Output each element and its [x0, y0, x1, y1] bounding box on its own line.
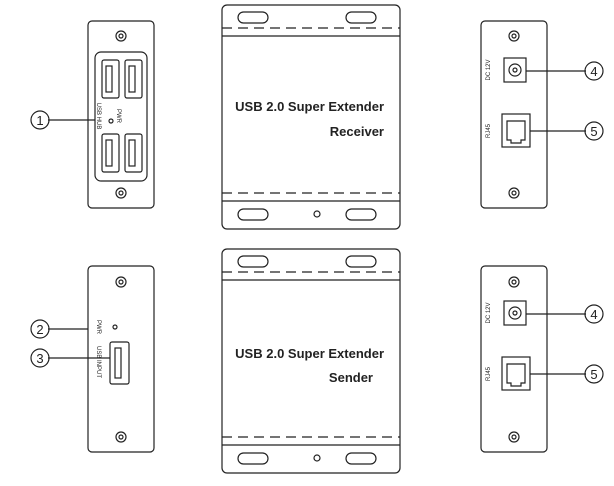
receiver-dc-label: DC 12V: [486, 59, 492, 80]
screw-icon: [118, 33, 124, 39]
dc-jack-ring: [508, 306, 522, 320]
pwr-led-icon: [112, 324, 118, 330]
usb-input-label: USB INPUT: [95, 346, 101, 378]
dc-jack-pin: [512, 67, 518, 73]
callout-circle: [30, 319, 50, 339]
mounting-slot-icon: [237, 11, 269, 24]
usb-port-tongue: [114, 347, 122, 379]
callout-circle: [30, 110, 50, 130]
usb-port-tongue: [105, 139, 113, 167]
usb-port-tongue: [105, 65, 113, 93]
pwr-led-icon: [108, 118, 114, 124]
usb-port-icon: [101, 59, 120, 99]
sender-front-panel: [87, 265, 155, 453]
screw-icon: [118, 279, 124, 285]
callout-number: 2: [36, 322, 43, 337]
callout-circle: [584, 304, 604, 324]
callout-number: 4: [590, 307, 597, 322]
receiver-rj45-label: RJ45: [486, 123, 492, 138]
receiver-front-plate: [87, 20, 155, 209]
usb-port-icon: [124, 133, 143, 173]
screw-icon: [118, 190, 124, 196]
rj45-socket: [506, 120, 526, 144]
receiver-title-line1: USB 2.0 Super Extender: [235, 99, 384, 114]
screw-icon: [511, 33, 517, 39]
callout-number: 3: [36, 351, 43, 366]
callout-number: 1: [36, 113, 43, 128]
screw-icon: [508, 187, 520, 199]
mounting-slot-icon: [237, 208, 269, 221]
receiver-enclosure: [221, 4, 401, 230]
receiver-title-line2: Receiver: [330, 124, 384, 139]
screw-icon: [508, 276, 520, 288]
mounting-slot-icon: [345, 452, 377, 465]
callout-number: 4: [590, 64, 597, 79]
mounting-slot-icon: [237, 452, 269, 465]
screw-icon: [115, 431, 127, 443]
usb-port-tongue: [128, 65, 136, 93]
receiver-rear-plate: [480, 20, 548, 209]
screw-icon: [508, 431, 520, 443]
mounting-hole-icon: [313, 210, 321, 218]
screw-icon: [508, 30, 520, 42]
screw-icon: [511, 434, 517, 440]
sender-enclosure: [221, 248, 401, 474]
rj45-port-icon: [501, 356, 531, 391]
callout-circle: [584, 61, 604, 81]
sender-rear-panel: [480, 265, 548, 453]
mounting-slot-icon: [237, 255, 269, 268]
screw-icon: [511, 190, 517, 196]
rj45-socket: [506, 363, 526, 387]
sender-title-line1: USB 2.0 Super Extender: [235, 346, 384, 361]
sender-rj45-label: RJ45: [486, 366, 492, 381]
screw-icon: [118, 434, 124, 440]
screw-icon: [115, 187, 127, 199]
mounting-slot-icon: [345, 208, 377, 221]
screw-icon: [115, 30, 127, 42]
receiver-rear-panel: [480, 20, 548, 209]
callout-number: 5: [590, 367, 597, 382]
screw-icon: [511, 279, 517, 285]
usb-port-icon: [109, 341, 130, 385]
dc-jack-icon: [503, 57, 527, 83]
sender-pwr-label: PWR: [95, 320, 101, 335]
callout-circle: [584, 364, 604, 384]
receiver-box: [221, 4, 401, 230]
sender-front-plate: [87, 265, 155, 453]
dc-jack-ring: [508, 63, 522, 77]
usb-hub-recess: [94, 51, 148, 182]
dc-jack-icon: [503, 300, 527, 326]
usb-port-icon: [101, 133, 120, 173]
sender-dc-label: DC 12V: [486, 302, 492, 323]
callout-circle: [584, 121, 604, 141]
sender-title-line2: Sender: [329, 370, 373, 385]
mounting-hole-icon: [313, 454, 321, 462]
screw-icon: [115, 276, 127, 288]
receiver-front-panel: [87, 20, 155, 209]
sender-rear-plate: [480, 265, 548, 453]
receiver-pwr-label: PWR: [115, 109, 121, 124]
dc-jack-pin: [512, 310, 518, 316]
sender-box: [221, 248, 401, 474]
mounting-slot-icon: [345, 255, 377, 268]
usb-port-tongue: [128, 139, 136, 167]
usb-hub-label: USB HUB: [95, 103, 101, 130]
mounting-slot-icon: [345, 11, 377, 24]
callout-circle: [30, 348, 50, 368]
usb-port-icon: [124, 59, 143, 99]
rj45-port-icon: [501, 113, 531, 148]
callout-number: 5: [590, 124, 597, 139]
